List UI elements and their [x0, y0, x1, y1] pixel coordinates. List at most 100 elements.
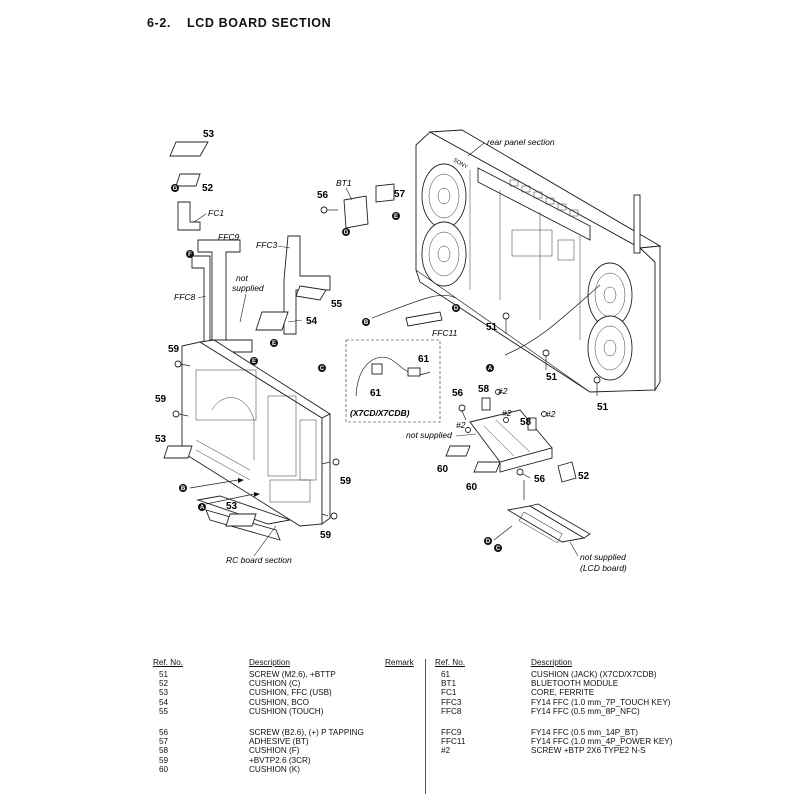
svg-text:A: A [488, 366, 493, 372]
svg-text:B: B [181, 486, 186, 492]
desc-cell: CUSHION (JACK) (X7CD/X7CDB) [531, 670, 657, 679]
marker-e-left: E [250, 357, 258, 365]
callout-54: 54 [306, 316, 318, 327]
remark-cell [385, 765, 437, 774]
callout-h2-b: #2 [502, 408, 512, 418]
callout-56-c: 56 [534, 474, 546, 485]
marker-g-left: G [171, 184, 179, 192]
callout-58-b: 58 [520, 417, 532, 428]
callout-51-c: 51 [597, 402, 609, 413]
desc-cell: SCREW +BTP 2X6 TYPE2 N-S [531, 746, 646, 756]
table-row: FC1 CORE, FERRITE [435, 688, 711, 697]
header-description: Description [249, 657, 290, 667]
table-row: FFC11 FY14 FFC (1.0 mm_4P_POWER KEY) [435, 737, 711, 746]
marker-a-right: A [486, 364, 494, 372]
ref-cell: #2 [441, 746, 451, 756]
callout-55: 55 [331, 299, 343, 310]
desc-cell: BLUETOOTH MODULE [531, 679, 619, 689]
desc-cell: FY14 FFC (0.5 mm_8P_NFC) [531, 706, 640, 716]
callout-59-b: 59 [155, 394, 167, 405]
desc-cell: CUSHION (C) [249, 679, 301, 689]
ref-cell: BT1 [441, 679, 457, 689]
ref-cell: 51 [159, 670, 169, 679]
cushion-61-a [407, 367, 421, 377]
marker-d-top: D [452, 304, 460, 312]
remark-cell [385, 737, 437, 746]
desc-cell: SCREW (B2.6), (+) P TAPPING [249, 728, 364, 738]
desc-cell: ADHESIVE (BT) [249, 737, 309, 747]
cushion-53-b [163, 445, 193, 459]
ref-cell: 57 [159, 737, 169, 747]
desc-cell: CORE, FERRITE [531, 688, 595, 698]
label-not-supplied-c: not supplied [580, 552, 626, 562]
cushion-52-top [175, 173, 201, 187]
callout-53-c: 53 [226, 501, 238, 512]
ref-cell: 61 [441, 670, 451, 679]
callout-61-b: 61 [370, 388, 382, 399]
label-rc-board: RC board section [226, 555, 292, 565]
callout-51-b: 51 [546, 372, 558, 383]
callout-61-a: 61 [418, 354, 430, 365]
callout-ffc9: FFC9 [218, 232, 240, 242]
screw-56-a [320, 206, 328, 214]
marker-c-bottom: C [494, 544, 502, 552]
table-row: 60 CUSHION (K) [153, 765, 437, 774]
table-row: 52 CUSHION (C) [153, 679, 437, 688]
cushion-60-a [445, 445, 471, 457]
desc-cell: CUSHION (F) [249, 746, 300, 756]
desc-cell: CUSHION, FFC (USB) [249, 688, 332, 698]
marker-c-left: C [318, 364, 326, 372]
table-divider [425, 659, 426, 794]
marker-e-mid: E [270, 339, 278, 347]
ref-cell: 53 [159, 688, 169, 698]
ref-cell: 52 [159, 679, 169, 689]
callout-h2-c: #2 [546, 409, 556, 419]
ffc11-cable [405, 311, 443, 327]
desc-cell: CUSHION (TOUCH) [249, 706, 324, 716]
remark-cell [385, 698, 437, 707]
callout-53-a: 53 [203, 129, 215, 140]
table-row: 59 +BVTP2.6 (3CR) [153, 756, 437, 765]
remark-cell [385, 679, 437, 688]
remark-cell [385, 746, 437, 755]
desc-cell: FY14 FFC (1.0 mm_4P_POWER KEY) [531, 737, 673, 747]
svg-text:E: E [272, 341, 276, 347]
desc-cell: CUSHION (K) [249, 764, 300, 774]
remark-cell [385, 707, 437, 716]
lcd-board-chassis [181, 339, 331, 541]
svg-text:F: F [188, 252, 192, 258]
callout-ffc3: FFC3 [256, 240, 278, 250]
table-row: FFC9 FY14 FFC (0.5 mm_14P_BT) [435, 728, 711, 737]
table-row: FFC8 FY14 FFC (0.5 mm_8P_NFC) [435, 707, 711, 716]
callout-fc1: FC1 [208, 208, 224, 218]
svg-text:G: G [344, 230, 349, 236]
svg-text:D: D [454, 306, 459, 312]
cushion-53-c [225, 513, 257, 527]
callout-58-a: 58 [478, 384, 490, 395]
ref-cell: FFC3 [441, 697, 462, 707]
page-title: 6-2. LCD BOARD SECTION [147, 16, 331, 30]
svg-text:A: A [200, 505, 205, 511]
table-row: #2 SCREW +BTP 2X6 TYPE2 N-S [435, 746, 711, 755]
marker-b-left: B [179, 484, 187, 492]
adhesive-57 [375, 183, 395, 203]
table-row: BT1 BLUETOOTH MODULE [435, 679, 711, 688]
lcd-board [506, 503, 591, 544]
ref-cell: 58 [159, 746, 169, 756]
cushion-52-b [557, 461, 577, 483]
marker-b-top: B [362, 318, 370, 326]
svg-text:D: D [486, 539, 491, 545]
callout-h2-a: #2 [498, 386, 508, 396]
table-row: 51 SCREW (M2.6), +BTTP [153, 670, 437, 679]
desc-cell: SCREW (M2.6), +BTTP [249, 670, 336, 679]
callout-60-a: 60 [437, 464, 449, 475]
table-row: 54 CUSHION, BCO [153, 698, 437, 707]
remark-cell [385, 756, 437, 765]
remark-cell [385, 728, 437, 737]
label-not-a: not [236, 273, 248, 283]
label-lcd-board: (LCD board) [580, 563, 627, 573]
table-row: 57 ADHESIVE (BT) [153, 737, 437, 746]
desc-cell: CUSHION, BCO [249, 697, 310, 707]
bluetooth-module-bt1 [343, 195, 369, 229]
marker-f: F [186, 250, 194, 258]
